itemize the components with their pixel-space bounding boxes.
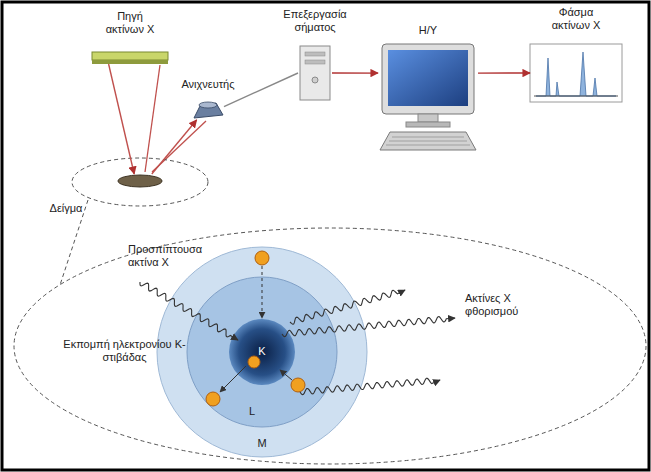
zoom-region <box>14 228 646 464</box>
node-label: Δείγμα <box>36 202 96 215</box>
electron <box>291 378 305 392</box>
connector <box>224 73 298 107</box>
transition-arrow <box>262 266 263 318</box>
node-label: Πηγή ακτίνων Χ <box>100 10 160 36</box>
computer: Η/Υ <box>378 44 478 152</box>
callout-label: Ακτίνες Χ φθορισμού <box>465 292 550 318</box>
callout-label: Εκπομπή ηλεκτρονίου Κ-στιβάδας <box>62 338 187 364</box>
spectrum-peaks <box>536 52 616 96</box>
x-ray-wave <box>140 282 238 340</box>
spectrum-panel <box>530 44 622 102</box>
ejection-arrow <box>220 366 246 392</box>
sample-zoom-ring <box>72 158 208 206</box>
x-ray <box>145 65 160 172</box>
drive-slot <box>305 60 325 64</box>
node-label: L <box>242 405 262 418</box>
x-ray-wave <box>290 290 405 324</box>
screen <box>388 50 468 106</box>
detector-window <box>199 102 217 108</box>
electron <box>206 392 220 406</box>
m-shell <box>157 247 367 457</box>
connector <box>478 72 530 73</box>
node-label: K <box>252 345 272 358</box>
x-ray-wave <box>300 378 440 394</box>
k-shell <box>229 319 295 385</box>
connector <box>332 72 378 73</box>
node-label: Η/Υ <box>408 24 448 37</box>
connector <box>152 120 197 174</box>
drive-slot <box>305 52 325 56</box>
transition-arrow <box>280 370 292 380</box>
x-ray-wave <box>282 317 455 337</box>
detector: Ανιχνευτής <box>192 100 224 120</box>
m-shell: KLM <box>157 247 367 457</box>
node-label: Επεξεργασία σήματος <box>270 8 360 34</box>
keyboard <box>380 132 476 150</box>
keyboard-keys <box>386 137 470 145</box>
x-ray-source: Πηγή ακτίνων Χ <box>92 52 168 64</box>
l-shell: KL <box>187 277 337 427</box>
l-shell <box>187 277 337 427</box>
power-button <box>312 77 318 83</box>
monitor <box>382 44 474 114</box>
k-shell: K <box>229 319 295 385</box>
node-label: Ανιχνευτής <box>176 78 240 91</box>
node-label: Φάσμα ακτίνων Χ <box>546 6 606 32</box>
monitor-base <box>406 122 450 127</box>
signal-processor: Επεξεργασία σήματος <box>298 46 332 100</box>
electron <box>255 251 269 265</box>
node-label: M <box>252 437 272 450</box>
sample: Δείγμα <box>118 174 162 186</box>
monitor-stand <box>418 114 438 122</box>
source-bar <box>92 52 168 60</box>
sample-disc <box>118 175 162 187</box>
detector-body <box>194 103 223 118</box>
connector <box>109 64 135 174</box>
spectrum: Φάσμα ακτίνων Χ <box>530 44 622 102</box>
processor-tower <box>300 46 330 100</box>
callout-label: Προσπίπτουσα ακτίνα Χ <box>128 243 223 269</box>
spectrum-axis <box>534 96 618 97</box>
electron <box>248 356 260 368</box>
source-edge <box>92 60 168 64</box>
